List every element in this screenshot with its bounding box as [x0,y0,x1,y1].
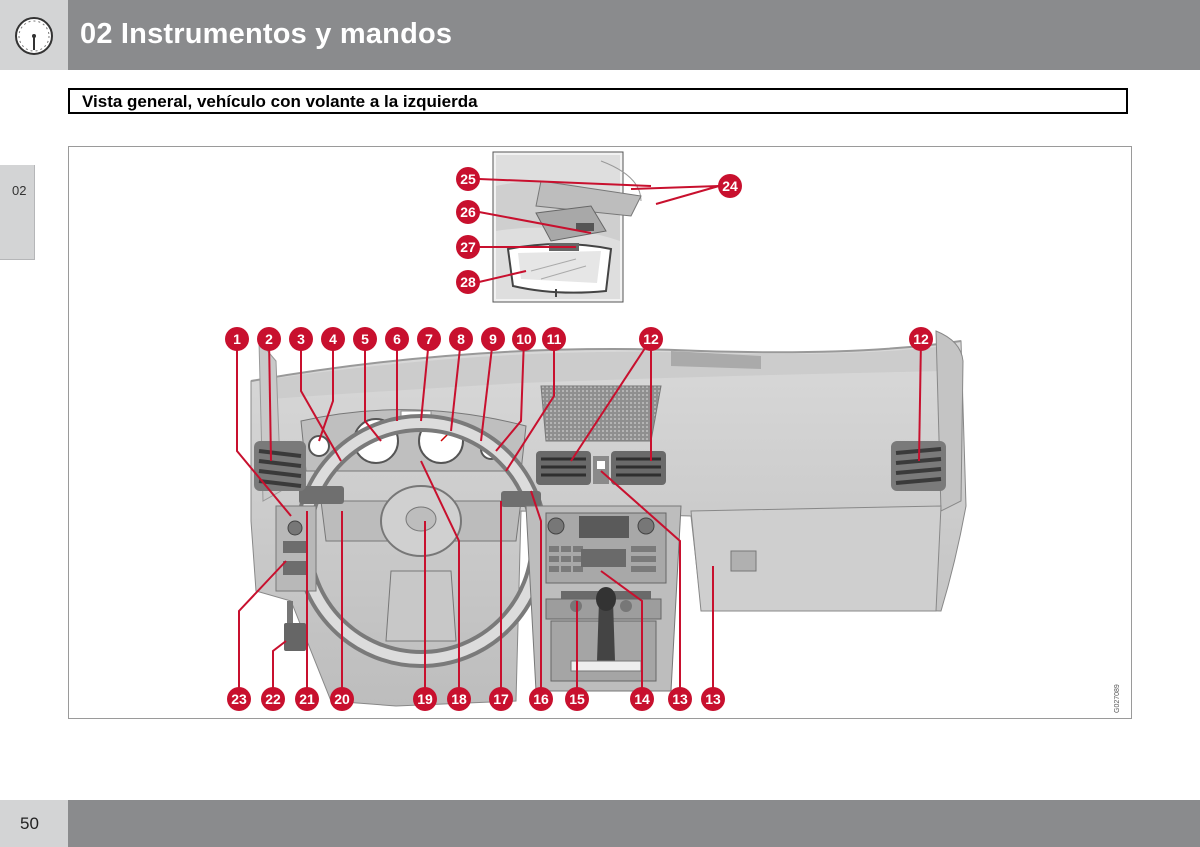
svg-text:22: 22 [265,691,281,707]
svg-text:6: 6 [393,331,401,347]
callout-26: 25 [456,167,480,191]
callout-18: 17 [489,687,513,711]
overhead-console-inset [492,151,642,303]
chapter-side-tab [0,165,35,260]
svg-text:12: 12 [913,331,929,347]
air-vent-left [254,441,306,491]
chapter-title: 02 Instrumentos y mandos [80,18,453,50]
svg-text:25: 25 [460,171,476,187]
callout-10: 10 [512,327,536,351]
svg-text:5: 5 [361,331,369,347]
callout-9: 9 [481,327,505,351]
footer-bar [68,800,1200,847]
callout-19: 18 [447,687,471,711]
callout-24: 23 [227,687,251,711]
svg-text:24: 24 [722,178,738,194]
svg-text:17: 17 [493,691,509,707]
svg-text:10: 10 [516,331,532,347]
svg-text:21: 21 [299,691,315,707]
callout-6: 6 [385,327,409,351]
svg-text:2: 2 [265,331,273,347]
svg-text:16: 16 [533,691,549,707]
svg-text:13: 13 [672,691,688,707]
air-vent-center [536,451,666,485]
image-code: G027089 [1114,684,1121,713]
svg-text:19: 19 [417,691,433,707]
callout-16: 15 [565,687,589,711]
callout-11: 11 [542,327,566,351]
callout-7: 7 [417,327,441,351]
callout-13: 13 [701,687,725,711]
svg-text:26: 26 [460,204,476,220]
svg-text:14: 14 [634,691,650,707]
lower-left-panel [275,505,317,651]
svg-text:7: 7 [425,331,433,347]
callout-3: 3 [289,327,313,351]
callout-12-right: 12 [909,327,933,351]
section-title: Vista general, vehículo con volante a la… [82,92,478,111]
svg-text:11: 11 [547,331,562,347]
svg-text:1: 1 [233,331,241,347]
callout-23: 22 [261,687,285,711]
svg-text:20: 20 [334,691,350,707]
svg-text:28: 28 [460,274,476,290]
callout-12-center: 12 [639,327,663,351]
callout-20: 19 [413,687,437,711]
center-console [525,505,682,692]
footer-page-box [0,800,68,847]
speedometer-icon [15,17,53,55]
chapter-side-tab-label: 02 [12,183,27,198]
callout-17: 16 [529,687,553,711]
callout-27: 26 [456,200,480,224]
page-number: 50 [20,814,39,833]
section-heading-box: Vista general, vehículo con volante a la… [68,88,1128,114]
svg-text:18: 18 [451,691,467,707]
callout-22: 21 [295,687,319,711]
dashboard-illustration: 25 26 27 28 24 1 2 3 4 5 6 7 8 9 10 11 1… [225,151,1121,713]
callout-4: 4 [321,327,345,351]
svg-text:23: 23 [231,691,247,707]
svg-text:27: 27 [460,239,476,255]
svg-text:12: 12 [643,331,659,347]
callout-29: 28 [456,270,480,294]
svg-text:8: 8 [457,331,465,347]
callout-8: 8 [449,327,473,351]
callout-15: 14 [630,687,654,711]
svg-text:3: 3 [297,331,305,347]
svg-text:13: 13 [705,691,721,707]
callout-14: 13 [668,687,692,711]
header-icon-box [0,0,68,70]
callout-25: 24 [718,174,742,198]
svg-text:4: 4 [329,331,337,347]
callout-markers: 25 26 27 28 24 1 2 3 4 5 6 7 8 9 10 11 1… [225,167,933,711]
callout-21: 20 [330,687,354,711]
svg-text:9: 9 [489,331,497,347]
callout-28: 27 [456,235,480,259]
svg-text:15: 15 [569,691,585,707]
glovebox [690,505,942,612]
leader-lines [236,178,922,699]
callout-1: 1 [225,327,249,351]
callout-5: 5 [353,327,377,351]
header-bar [0,0,1200,70]
callout-2: 2 [257,327,281,351]
dashboard-illustration-frame: 25 26 27 28 24 1 2 3 4 5 6 7 8 9 10 11 1… [68,146,1132,719]
